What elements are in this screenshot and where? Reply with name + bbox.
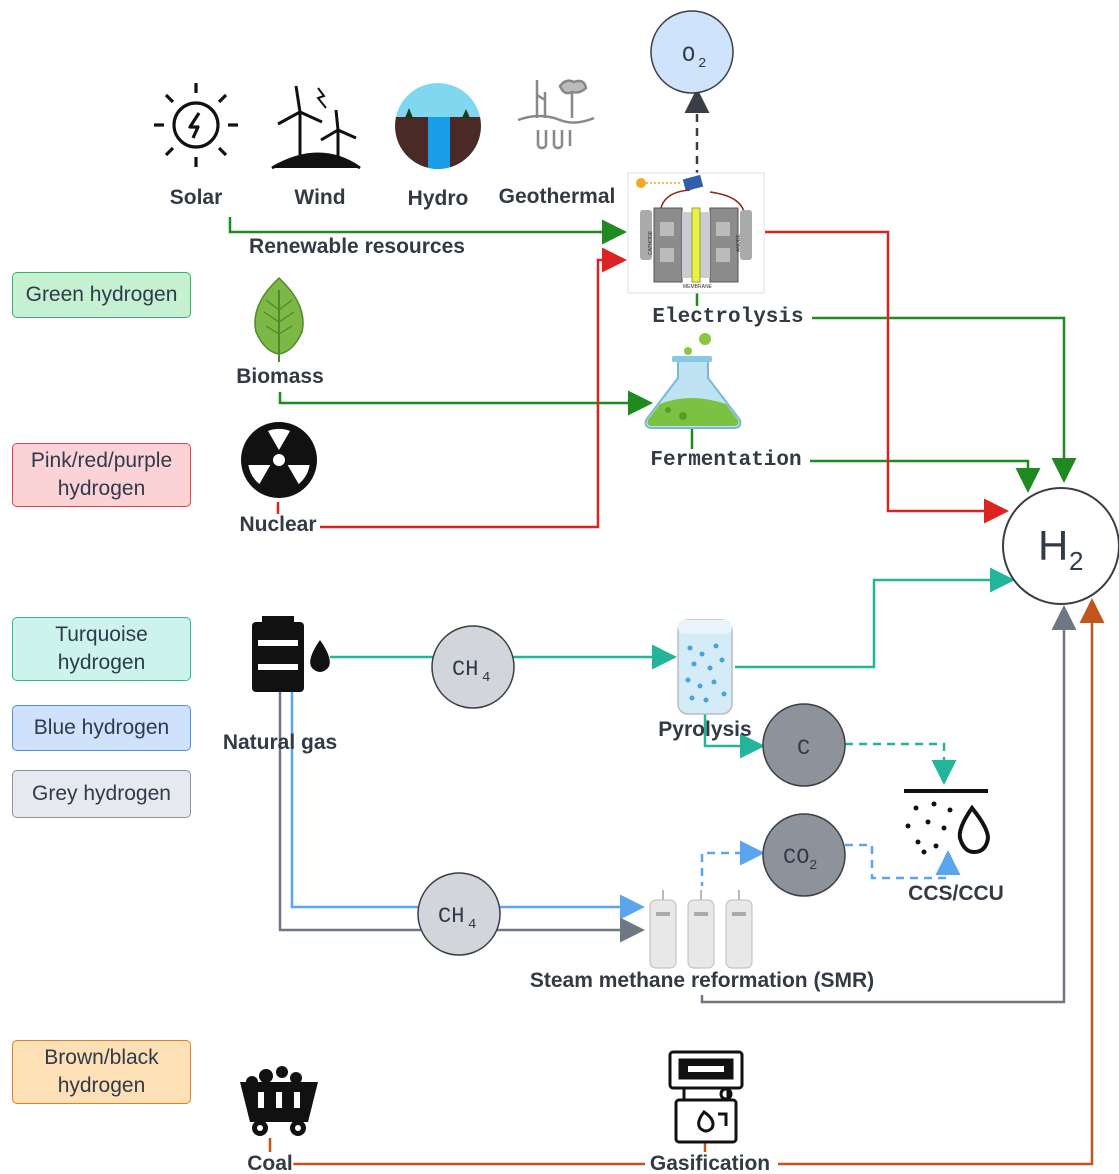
arrow-gas-grey-to-smr — [278, 692, 645, 943]
leaf-icon — [254, 276, 304, 362]
label-nuclear: Nuclear — [239, 513, 317, 536]
solar-icon — [154, 83, 238, 167]
coal-cart-icon — [240, 1066, 318, 1136]
label-wind: Wind — [294, 186, 346, 209]
label-geothermal: Geothermal — [498, 185, 616, 208]
arrow-renewables-to-electrolysis — [228, 217, 627, 245]
arrow-coal-to-gasification — [268, 1138, 645, 1166]
arrow-nuclear-to-electrolysis — [320, 247, 627, 529]
label-hydro: Hydro — [407, 187, 469, 210]
svg-text:CATHODE: CATHODE — [648, 230, 654, 255]
svg-text:CH: CH — [452, 657, 478, 682]
arrow-gas-blue-to-smr — [290, 692, 645, 920]
legend-brown-hydrogen: Brown/black hydrogen — [12, 1040, 191, 1104]
label-natural-gas: Natural gas — [222, 731, 338, 754]
label-gasification: Gasification — [649, 1152, 771, 1174]
nuclear-icon — [241, 422, 317, 498]
arrow-smr-to-co2 — [700, 840, 765, 890]
label-electrolysis: Electrolysis — [652, 306, 804, 329]
geothermal-icon — [517, 79, 595, 150]
svg-text:H: H — [1038, 522, 1068, 569]
smr-reactor-icon — [646, 886, 758, 972]
arrow-electrolysis-to-h2 — [812, 316, 1077, 483]
ch4-node-top: CH 4 — [431, 625, 515, 709]
o2-node: O 2 — [650, 10, 734, 94]
label-smr: Steam methane reformation (SMR) — [529, 969, 875, 993]
arrow-c-to-ccs — [845, 742, 957, 785]
svg-text:CH: CH — [438, 904, 464, 929]
arrow-gasification-to-h2 — [778, 598, 1105, 1166]
carbon-node: C — [762, 703, 846, 787]
svg-text:O: O — [682, 43, 695, 68]
legend-green-hydrogen: Green hydrogen — [12, 272, 191, 318]
pyrolysis-tank-icon — [677, 619, 733, 715]
natural-gas-icon — [252, 616, 330, 692]
electrolyzer-icon: CATHODE ANODE MEMBRANE — [627, 172, 765, 294]
ch4-node-bottom: CH 4 — [417, 872, 501, 956]
svg-text:MEMBRANE: MEMBRANE — [683, 284, 713, 290]
label-ccs-ccu: CCS/CCU — [908, 882, 1004, 905]
co2-node: CO 2 — [762, 813, 846, 897]
svg-text:2: 2 — [698, 56, 706, 72]
arrow-fermentation-to-h2 — [810, 459, 1041, 493]
wind-icon — [271, 85, 361, 170]
label-renewable-resources: Renewable resources — [249, 235, 465, 258]
svg-text:4: 4 — [468, 917, 476, 933]
arrow-electrolysis-red-to-h2 — [765, 230, 1009, 524]
svg-text:2: 2 — [809, 858, 817, 874]
svg-text:4: 4 — [482, 670, 490, 686]
label-solar: Solar — [169, 186, 223, 209]
legend-grey-hydrogen: Grey hydrogen — [12, 770, 191, 818]
label-biomass: Biomass — [236, 365, 324, 388]
arrow-co2-to-ccs — [845, 843, 961, 880]
hydro-icon — [395, 83, 481, 169]
legend-pink-hydrogen: Pink/red/purple hydrogen — [12, 443, 191, 507]
arrow-pyrolysis-to-h2 — [735, 567, 1015, 669]
arrow-biomass-to-fermentation — [278, 390, 653, 416]
label-pyrolysis: Pyrolysis — [658, 718, 752, 741]
gasification-icon — [668, 1050, 744, 1144]
legend-blue-hydrogen: Blue hydrogen — [12, 705, 191, 751]
flask-icon — [644, 333, 742, 429]
svg-text:2: 2 — [1069, 546, 1083, 576]
svg-text:ANODE: ANODE — [736, 234, 742, 252]
ccs-icon — [904, 789, 991, 855]
svg-text:CO: CO — [783, 845, 809, 870]
svg-text:C: C — [797, 736, 810, 761]
legend-turquoise-hydrogen: Turquoise hydrogen — [12, 617, 191, 681]
arrow-pyrolysis-to-c — [703, 714, 765, 759]
label-fermentation: Fermentation — [650, 449, 802, 472]
label-coal: Coal — [247, 1152, 293, 1174]
arrow-smr-to-h2 — [700, 605, 1077, 1004]
h2-node: H 2 — [1002, 487, 1119, 605]
